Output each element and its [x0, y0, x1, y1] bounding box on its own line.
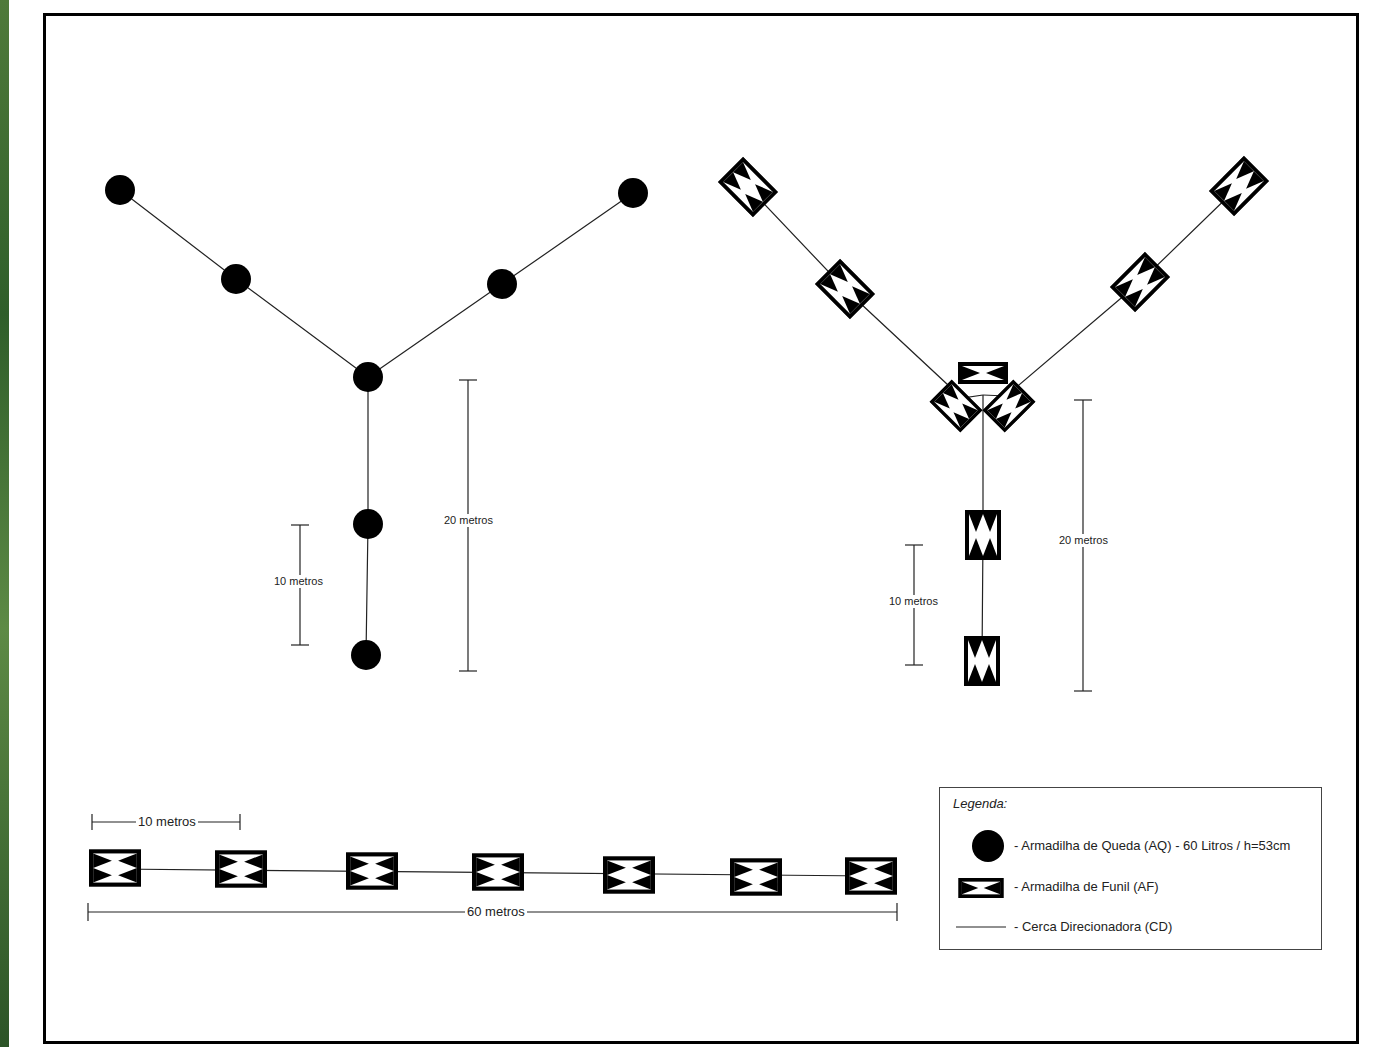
photo-strip [0, 0, 9, 1047]
legend-text: - Armadilha de Queda (AQ) - 60 Litros / … [1012, 839, 1292, 854]
dimension-label: 60 metros [465, 905, 527, 920]
dimension-label: 20 metros [442, 514, 495, 527]
drift-fence [120, 190, 633, 655]
legend-text: - Cerca Direcionadora (CD) [1012, 920, 1174, 935]
legend-title: Legenda: [951, 797, 1009, 812]
legend-funnel-sample [958, 878, 1003, 898]
dimension-label: 20 metros [1057, 534, 1110, 547]
legend-pitfall-sample [972, 830, 1004, 862]
legend-text: - Armadilha de Funil (AF) [1012, 880, 1161, 895]
frame [45, 15, 1358, 1043]
funnel-traps [89, 849, 897, 895]
legend-fence-sample [956, 926, 1006, 927]
dimension-label: 10 metros [136, 815, 198, 830]
drift-fence [748, 186, 1239, 661]
funnel-traps [718, 156, 1270, 686]
dimension-bars [88, 814, 897, 921]
dimension-label: 10 metros [887, 595, 940, 608]
legend-box [940, 788, 1322, 950]
pitfall-traps [105, 175, 648, 670]
dimension-label: 10 metros [272, 575, 325, 588]
